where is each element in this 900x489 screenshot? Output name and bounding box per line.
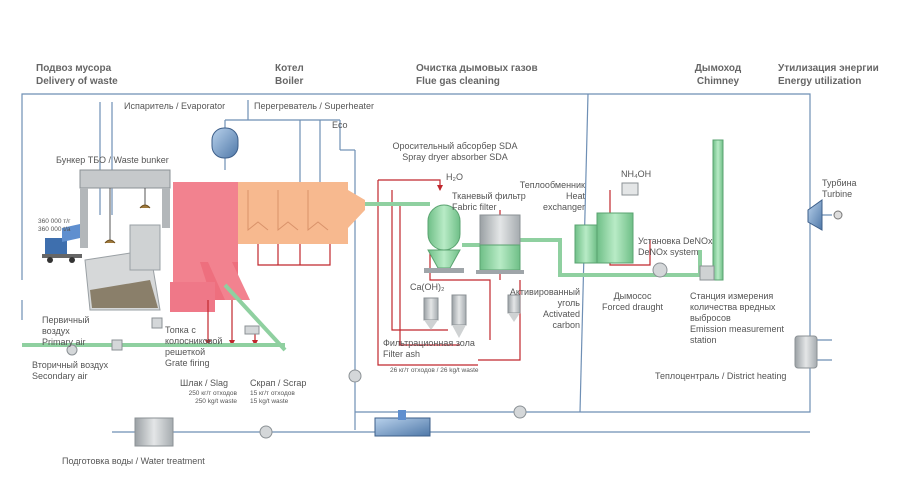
turbine-icon	[807, 199, 843, 231]
label-slag: Шлак / Slag	[180, 378, 228, 388]
activated-carbon-en1: Activated	[542, 309, 580, 319]
label-eco: Eco	[332, 120, 348, 130]
primary-air-en: Primary air	[42, 337, 86, 347]
label-activated-carbon: Активированный уголь Activated carbon	[480, 287, 580, 331]
section-boiler-en: Boiler	[275, 76, 304, 87]
section-chimney-ru: Дымоход	[694, 63, 742, 74]
scrap-qty-en: 15 kg/t waste	[250, 398, 289, 405]
label-water-treatment: Подготовка воды / Water treatment	[62, 456, 205, 466]
label-district-heating: Теплоцентраль / District heating	[655, 371, 787, 381]
section-delivery-ru: Подвоз мусора	[36, 63, 112, 74]
label-scrap-qty: 15 кг/т отходов 15 kg/t waste	[250, 390, 295, 406]
label-grate-firing: Топка с колосниковой решеткой Grate firi…	[165, 325, 222, 369]
activated-carbon-ru1: Активированный	[509, 287, 580, 297]
grate-en: Grate firing	[165, 358, 210, 368]
heat-exchanger-ru: Теплообменник	[519, 180, 585, 190]
section-delivery: Подвоз мусора Delivery of waste	[36, 62, 118, 88]
denox-en: DeNOx system	[638, 247, 699, 257]
fabric-filter-en: Fabric filter	[452, 202, 497, 212]
emission-ru1: Станция измерения	[690, 291, 774, 301]
scrap-qty-ru: 15 кг/т отходов	[250, 390, 295, 397]
activated-carbon-ru2: уголь	[557, 298, 580, 308]
label-emission-station: Станция измерения количества вредных выб…	[690, 291, 784, 346]
turbine-ru: Турбина	[822, 178, 857, 188]
heat-exchanger-en1: Heat	[565, 191, 585, 201]
section-boiler-ru: Котел	[275, 63, 304, 74]
label-heat-exchanger: Теплообменник Heat exchanger	[505, 180, 585, 213]
boiler-convection-pass	[238, 182, 365, 244]
label-secondary-air: Вторичный воздух Secondary air	[32, 360, 108, 382]
steam-drum	[211, 127, 239, 159]
section-flue-gas: Очистка дымовых газов Flue gas cleaning	[416, 62, 538, 88]
label-superheater: Перегреватель / Superheater	[254, 101, 374, 111]
label-caoh2: Ca(OH)₂	[410, 282, 445, 292]
forced-draught-en: Forced draught	[602, 302, 664, 312]
slag-lines	[205, 179, 651, 366]
heat-exchanger	[574, 224, 598, 264]
spray-dryer-absorber	[424, 204, 464, 273]
section-energy-en: Energy utilization	[778, 76, 862, 87]
chimney	[699, 139, 724, 281]
sda-ru: Оросительный абсорбер SDA	[392, 141, 518, 151]
section-flue-gas-en: Flue gas cleaning	[416, 76, 500, 87]
label-slag-qty: 250 кг/т отходов 250 kg/t waste	[160, 390, 237, 406]
fabric-filter	[476, 214, 524, 274]
waste-bunker	[79, 169, 171, 311]
secondary-air-en: Secondary air	[32, 371, 88, 381]
denox-unit	[596, 182, 639, 264]
heat-exchanger-en2: exchanger	[542, 202, 585, 212]
grate-ru1: Топка с	[165, 325, 196, 335]
emission-ru3: выбросов	[690, 313, 731, 323]
label-turbine: Турбина Turbine	[822, 178, 857, 200]
fabric-filter-ru: Тканевый фильтр	[452, 191, 526, 201]
label-nh4oh: NH₄OH	[621, 169, 652, 179]
silos	[423, 294, 521, 338]
label-sda: Оросительный абсорбер SDA Spray dryer ab…	[380, 141, 530, 163]
emission-en1: Emission measurement	[690, 324, 785, 334]
boiler-furnace	[170, 182, 250, 312]
pump-icons	[66, 262, 668, 439]
section-chimney-en: Chimney	[696, 76, 740, 87]
feedwater-tank	[374, 410, 431, 437]
label-h2o: H₂O	[446, 172, 463, 182]
denox-ru: Установка DeNOx	[638, 236, 713, 246]
label-primary-air: Первичный воздух Primary air	[42, 315, 89, 348]
label-forced-draught: Дымосос Forced draught	[602, 291, 663, 313]
filter-ash-en: Filter ash	[383, 349, 421, 359]
label-evaporator: Испаритель / Evaporator	[124, 101, 226, 111]
secondary-air-ru: Вторичный воздух	[32, 360, 109, 370]
district-heating-tank	[794, 335, 818, 369]
section-energy: Утилизация энергии Energy utilization	[778, 62, 879, 88]
section-energy-ru: Утилизация энергии	[778, 63, 879, 74]
turbine-en: Turbine	[822, 189, 853, 199]
bunker-capacity-en: 360 000 t/a	[38, 226, 71, 233]
label-filter-ash-qty: 26 кг/т отходов / 26 kg/t waste	[390, 367, 479, 374]
slag-qty-en: 250 kg/t waste	[195, 398, 237, 405]
label-scrap: Скрап / Scrap	[250, 378, 307, 388]
grate-ru2: колосниковой	[165, 336, 223, 346]
water-treatment-tank	[134, 417, 174, 447]
section-chimney: Дымоход Chimney	[683, 62, 753, 88]
section-boiler: Котел Boiler	[275, 62, 304, 88]
emission-ru2: количества вредных	[690, 302, 776, 312]
primary-air-ru2: воздух	[42, 326, 70, 336]
waste-truck-icon	[42, 224, 82, 263]
label-filter-ash: Фильтрационная зола Filter ash	[383, 338, 475, 360]
forced-draught-ru: Дымосос	[613, 291, 652, 301]
section-flue-gas-ru: Очистка дымовых газов	[416, 63, 538, 74]
grate-ru3: решеткой	[165, 347, 206, 357]
emission-en2: station	[690, 335, 717, 345]
slag-qty-ru: 250 кг/т отходов	[188, 390, 237, 397]
section-delivery-en: Delivery of waste	[36, 76, 118, 87]
filter-ash-ru: Фильтрационная зола	[383, 338, 475, 348]
bunker-capacity-ru: 360 000 т/г	[38, 218, 71, 225]
primary-air-ru1: Первичный	[42, 315, 90, 325]
label-denox: Установка DeNOx DeNOx system	[638, 236, 713, 258]
activated-carbon-en2: carbon	[552, 320, 580, 330]
label-fabric-filter: Тканевый фильтр Fabric filter	[452, 191, 526, 213]
label-bunker-capacity: 360 000 т/г 360 000 t/a	[38, 218, 71, 234]
sda-en: Spray dryer absorber SDA	[402, 152, 508, 162]
label-bunker: Бункер ТБО / Waste bunker	[56, 155, 169, 165]
